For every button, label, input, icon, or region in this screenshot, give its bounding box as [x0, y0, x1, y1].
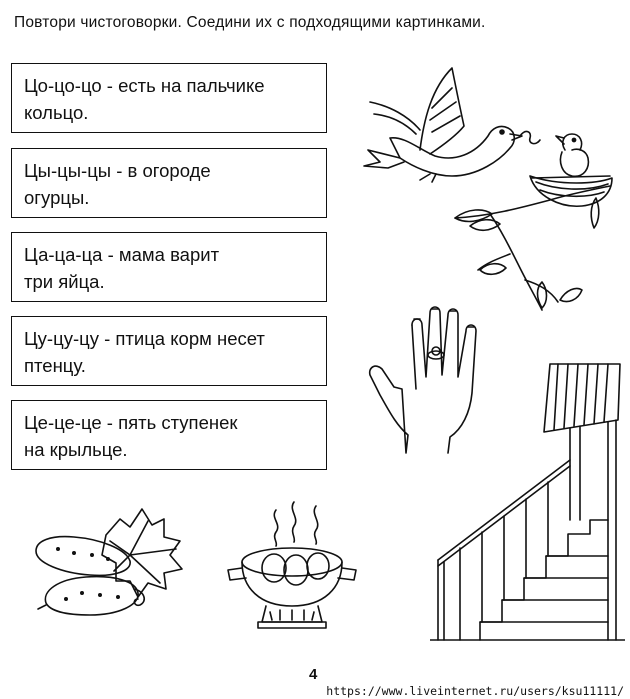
tongue-twister-5-line-1: Це-це-це - пять ступенек: [24, 412, 238, 433]
watermark-url: https://www.liveinternet.ru/users/ksu111…: [326, 684, 624, 698]
tongue-twister-box-3[interactable]: Ца-ца-ца - мама варит три яйца.: [11, 232, 327, 302]
tongue-twister-4-line-2: птенцу.: [24, 355, 86, 376]
tongue-twister-box-5[interactable]: Це-це-це - пять ступенек на крыльце.: [11, 400, 327, 470]
tongue-twister-5-line-2: на крыльце.: [24, 439, 128, 460]
tongue-twister-1-line-1: Цо-цо-цо - есть на пальчике: [24, 75, 265, 96]
porch-stairs-icon[interactable]: [430, 360, 625, 645]
tongue-twister-3-line-1: Ца-ца-ца - мама варит: [24, 244, 220, 265]
tongue-twister-box-1[interactable]: Цо-цо-цо - есть на пальчике кольцо.: [11, 63, 327, 133]
tongue-twister-box-4[interactable]: Цу-цу-цу - птица корм несет птенцу.: [11, 316, 327, 386]
tongue-twister-2-line-2: огурцы.: [24, 187, 90, 208]
hand-with-ring-icon[interactable]: [368, 305, 518, 455]
instruction-text: Повтори чистоговорки. Соедини их с подхо…: [14, 14, 486, 31]
tongue-twister-2-line-1: Цы-цы-цы - в огороде: [24, 160, 211, 181]
cucumbers-icon[interactable]: [30, 505, 200, 625]
tongue-twister-1-line-2: кольцо.: [24, 102, 89, 123]
tongue-twister-3-line-2: три яйца.: [24, 271, 105, 292]
tongue-twister-4-line-1: Цу-цу-цу - птица корм несет: [24, 328, 265, 349]
pot-with-eggs-icon[interactable]: [222, 496, 362, 641]
page-number: 4: [309, 666, 318, 683]
tongue-twister-box-2[interactable]: Цы-цы-цы - в огороде огурцы.: [11, 148, 327, 218]
bird-feeding-chick-icon[interactable]: [360, 58, 615, 313]
